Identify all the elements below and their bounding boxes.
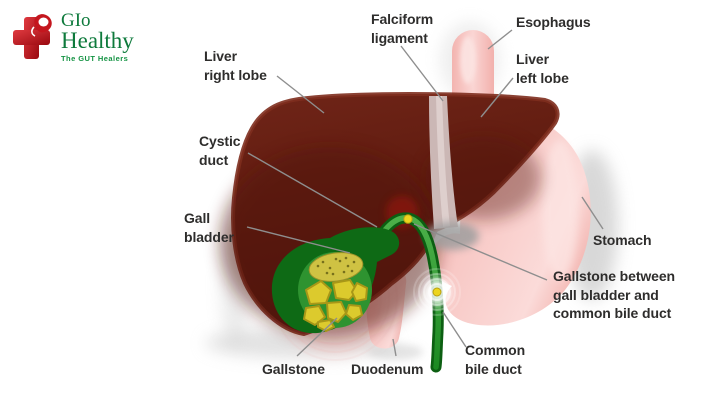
leader-duodenum — [392, 338, 397, 357]
label-gallstone-between: Gallstone between gall bladder and commo… — [553, 268, 675, 321]
gallstones-cluster — [303, 252, 368, 332]
leader-liver-left-lobe — [480, 77, 514, 118]
leader-gallstone-between — [413, 223, 548, 281]
label-stomach: Stomach — [593, 232, 652, 248]
label-cystic-duct: Cystic duct — [199, 133, 241, 168]
label-liver-right-lobe: Liver right lobe — [204, 48, 267, 83]
leader-gallstone — [296, 317, 338, 357]
falciform-ligament-shape — [429, 96, 458, 229]
leader-falciform-ligament — [400, 45, 444, 102]
label-falciform-ligament: Falciform ligament — [371, 11, 434, 46]
logo-tagline: The GUT Healers — [61, 54, 129, 63]
label-gallstone: Gallstone — [262, 361, 325, 377]
leader-gall-bladder — [246, 226, 351, 254]
porta-shadow — [425, 222, 479, 250]
leader-esophagus — [487, 29, 513, 50]
leader-stomach — [581, 196, 604, 230]
logo-cross-icon — [13, 14, 52, 59]
label-gall-bladder: Gall bladder — [184, 210, 234, 245]
label-esophagus: Esophagus — [516, 14, 591, 30]
leader-liver-right-lobe — [276, 75, 325, 114]
label-liver-left-lobe: Liver left lobe — [516, 51, 569, 86]
leader-lines — [246, 29, 604, 357]
logo: GIo Healthy The GUT Healers — [12, 10, 134, 63]
duct-gallstone-upper — [403, 214, 413, 224]
label-duodenum: Duodenum — [351, 361, 424, 377]
bile-duct-shape — [366, 212, 444, 373]
leader-cystic-duct — [247, 152, 378, 228]
leader-common-bile-duct — [442, 311, 467, 348]
logo-brand-line2: Healthy — [61, 28, 134, 53]
logo-brand-line1: GIo — [61, 10, 91, 31]
duct-gallstone-lower — [432, 287, 442, 297]
label-common-bile-duct: Common bile duct — [465, 342, 526, 377]
